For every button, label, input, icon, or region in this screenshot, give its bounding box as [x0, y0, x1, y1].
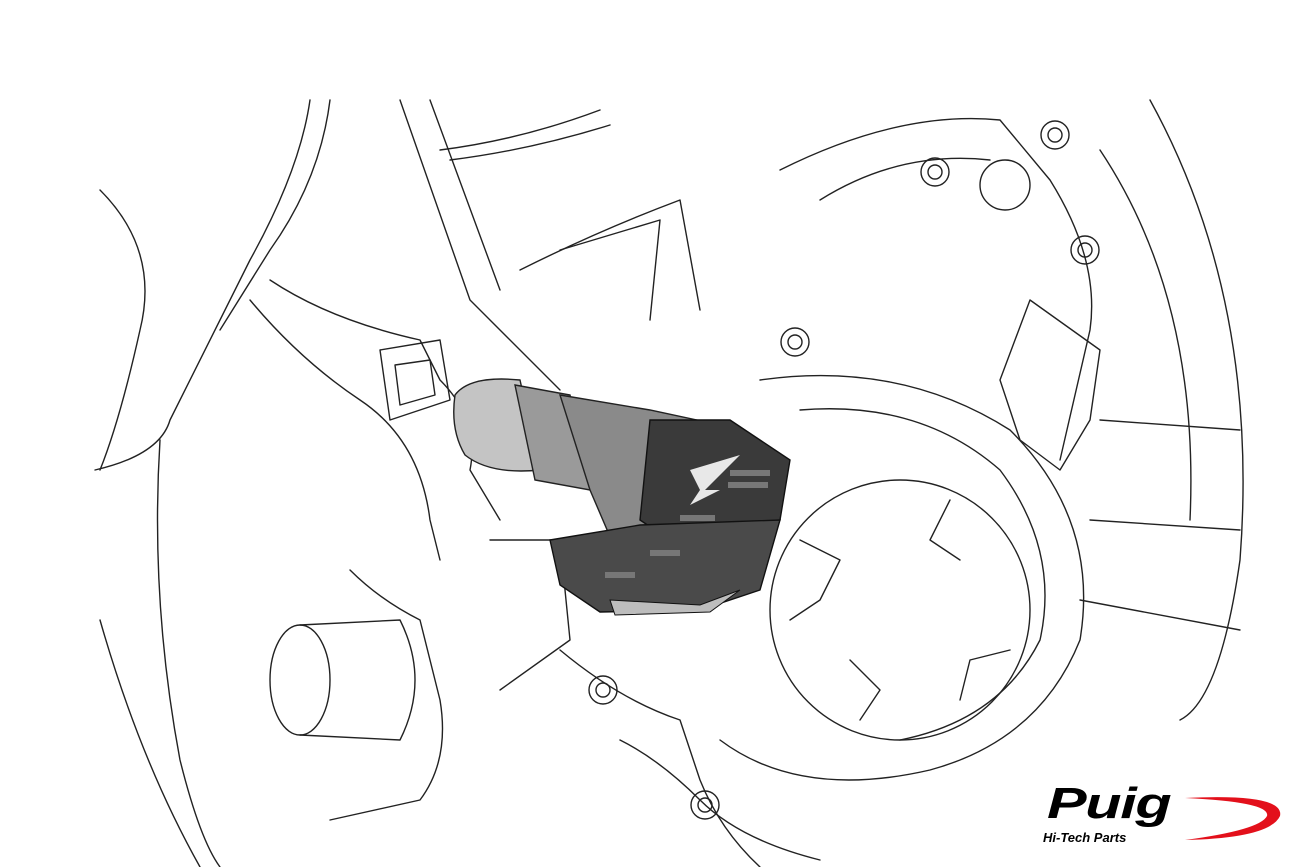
logo-brand: Puig [1047, 779, 1172, 828]
bolts [588, 120, 1100, 820]
engine-cover-lines [489, 99, 1244, 867]
logo-swoosh [1185, 797, 1281, 840]
puig-logo: Puig Hi-Tech Parts [1035, 782, 1285, 850]
frame-lines [94, 99, 701, 867]
frame-slider [453, 378, 791, 616]
logo-tagline: Hi-Tech Parts [1043, 830, 1127, 845]
